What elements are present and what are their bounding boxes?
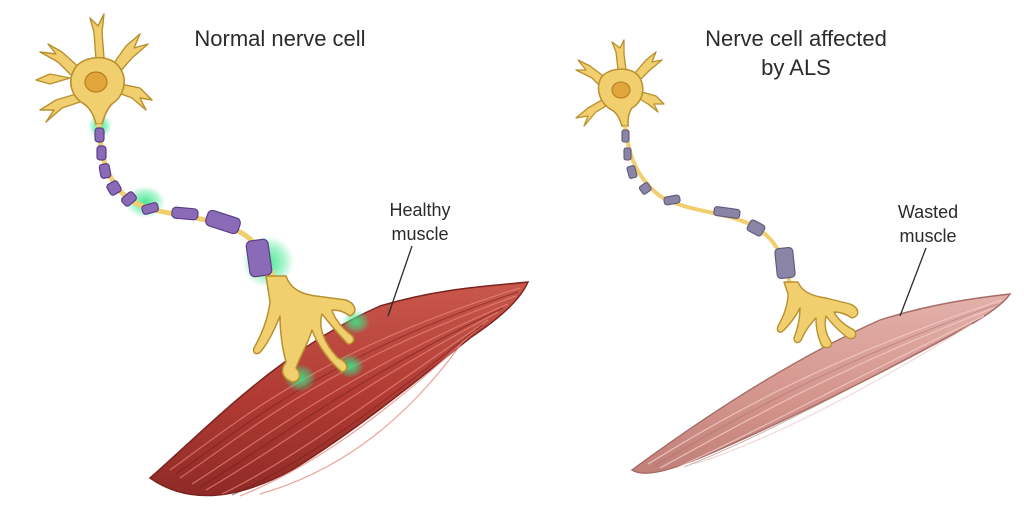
healthy-neuron bbox=[35, 13, 370, 392]
als-neuron bbox=[575, 39, 859, 349]
wasted-muscle-label-line1: Wasted bbox=[897, 202, 959, 222]
wasted-muscle-label-line2: muscle bbox=[899, 226, 957, 246]
normal-cell-title: Normal nerve cell bbox=[194, 26, 366, 51]
wasted-muscle-pointer bbox=[899, 247, 927, 317]
als-cell-title-line1: Nerve cell affected bbox=[705, 26, 887, 51]
healthy-muscle-pointer bbox=[387, 245, 413, 317]
als-cell-title-line2: by ALS bbox=[761, 55, 831, 80]
healthy-muscle-label-line1: Healthy bbox=[389, 200, 451, 220]
healthy-muscle bbox=[148, 281, 530, 497]
wasted-muscle bbox=[630, 293, 1012, 474]
healthy-muscle-label-line2: muscle bbox=[391, 224, 449, 244]
